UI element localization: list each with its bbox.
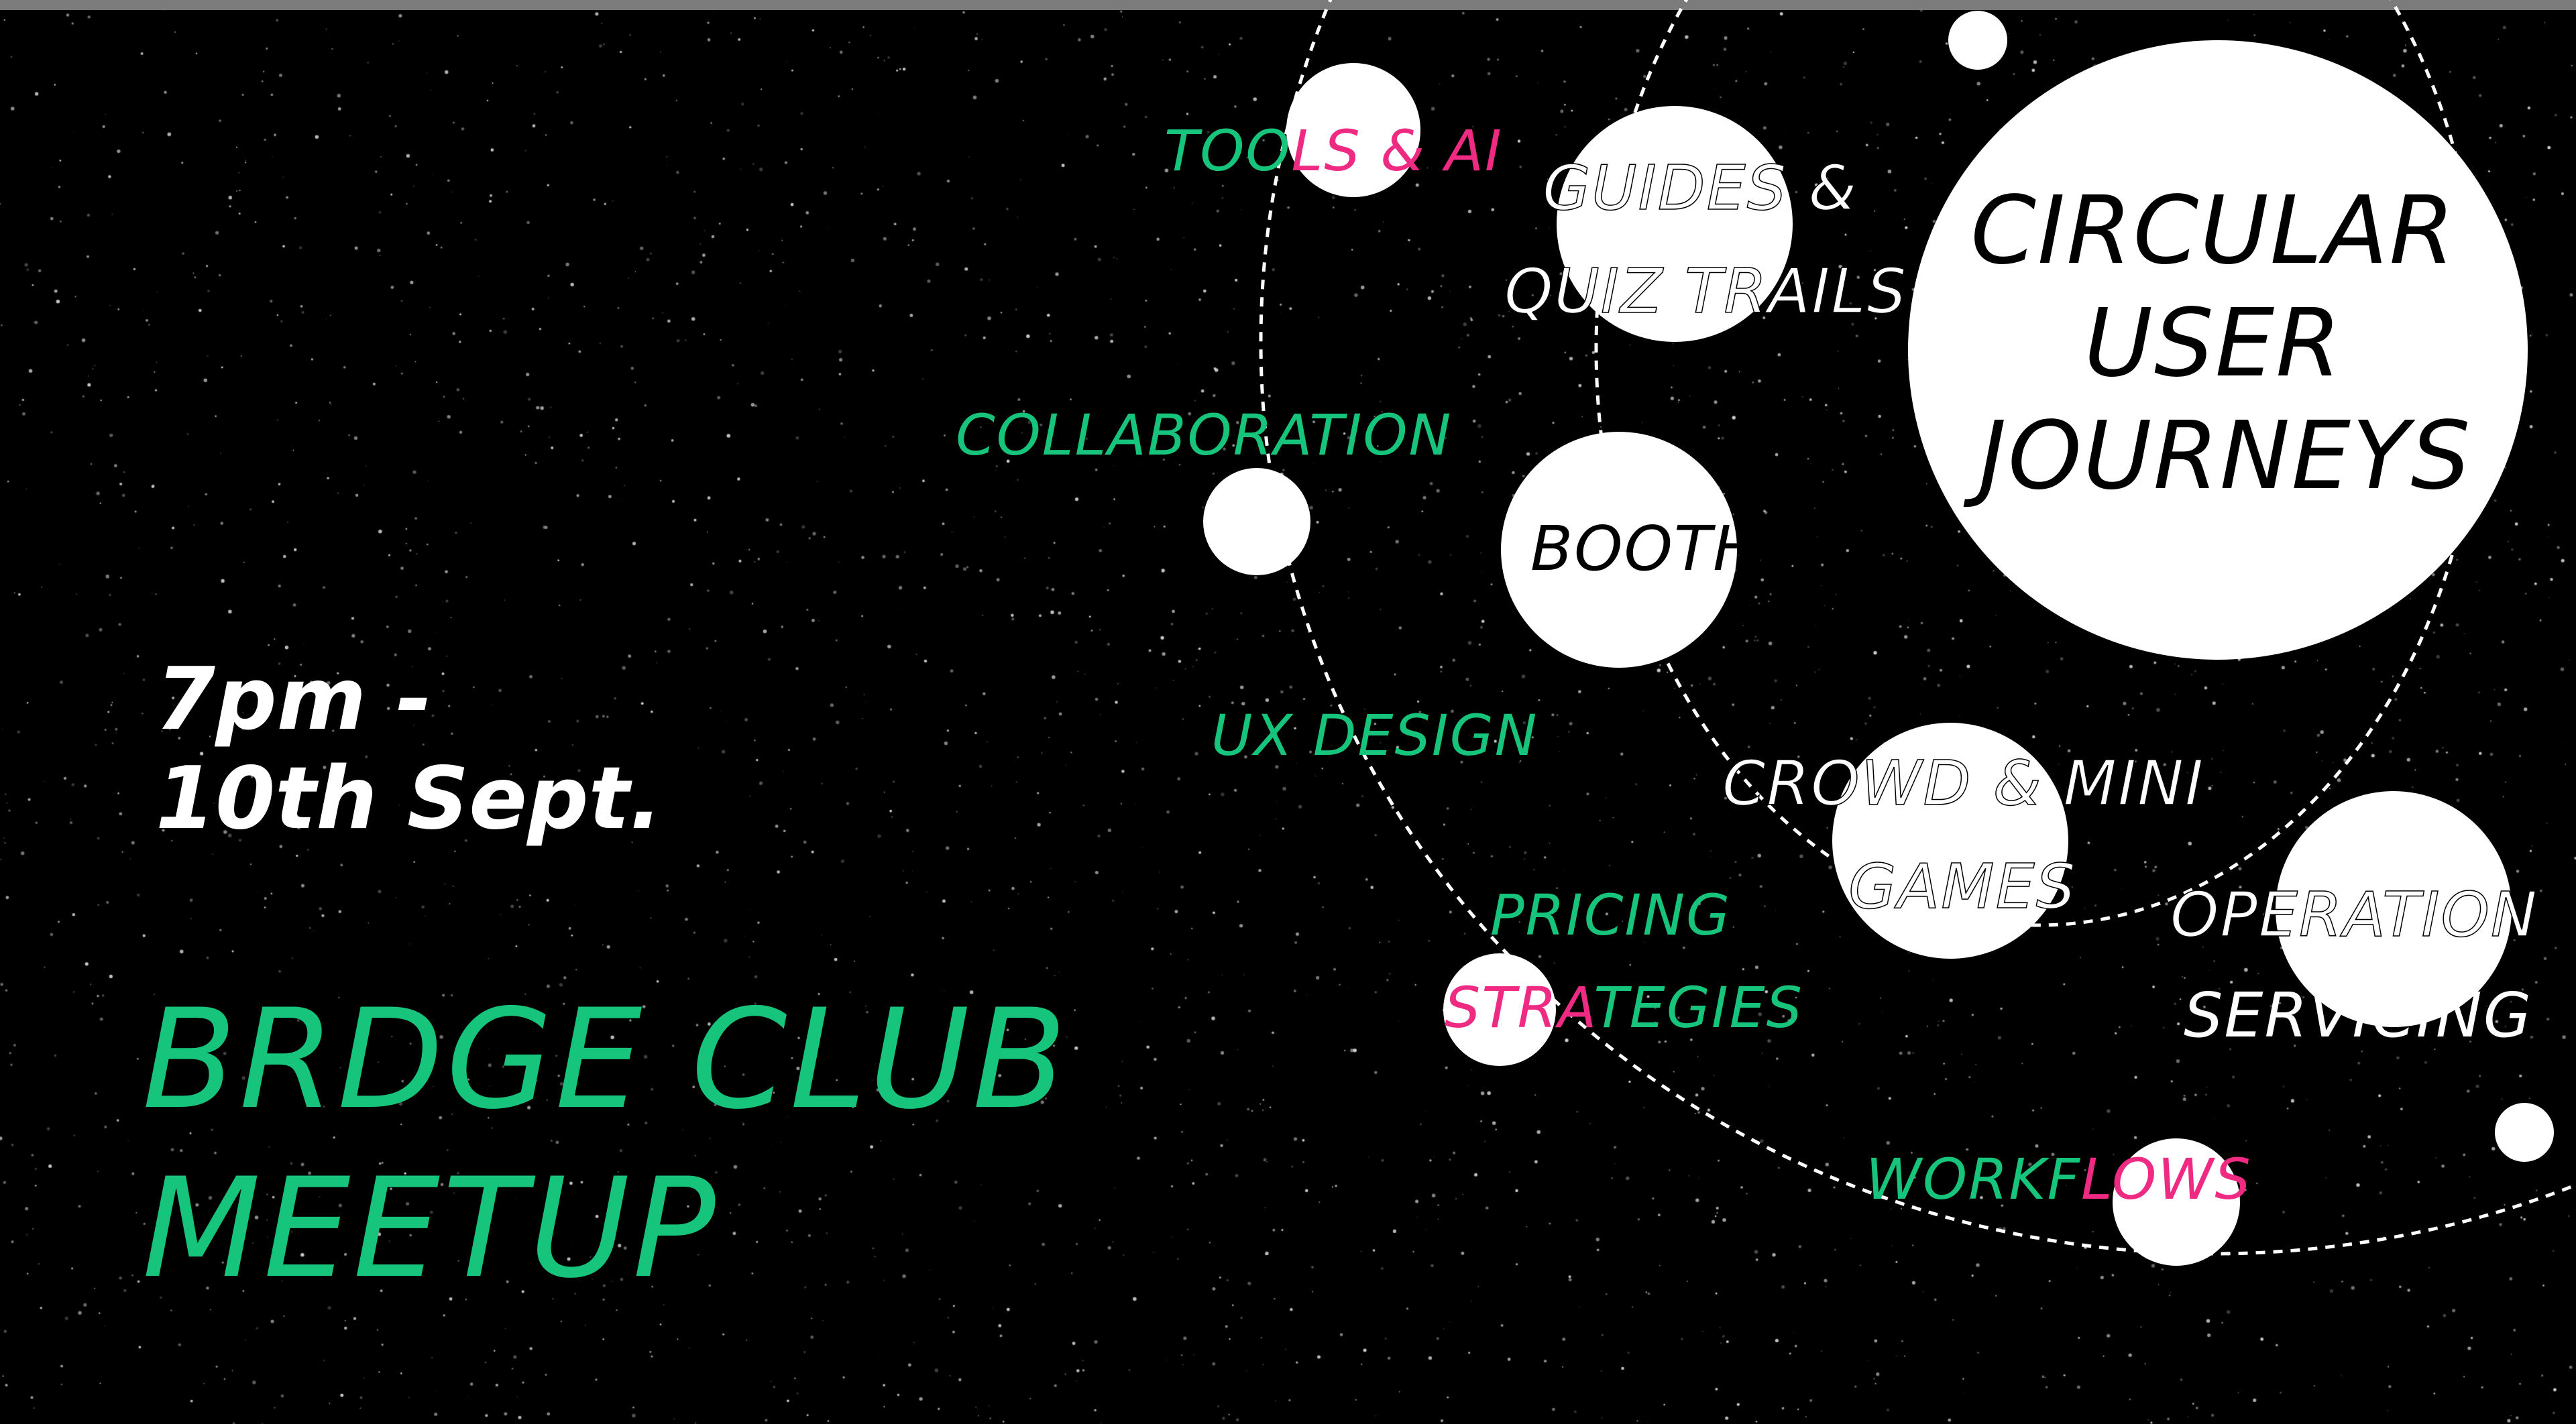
tools-ai-label: TOOLS & AI — [1164, 118, 1503, 184]
operation-label-line1: OPERATION — [2170, 879, 2538, 951]
crowd-games-label-line2: GAMES — [1848, 851, 2076, 923]
guides-label-line2: QUIZ TRAILS — [1504, 255, 1907, 327]
pricing-label-line2: STRATEGIES — [1445, 975, 1803, 1041]
top-bar — [0, 0, 2576, 10]
event-title-line1: BRDGE CLUB — [142, 980, 1070, 1140]
bubble-booths — [1501, 432, 1737, 668]
bubble-workflows — [2113, 1138, 2240, 1266]
bubble-guides — [1557, 106, 1793, 342]
circular-journeys-label-line3: JOURNEYS — [1964, 402, 2472, 511]
bubble-pricing — [1443, 953, 1556, 1066]
pricing-label-line1: PRICING — [1490, 882, 1731, 948]
bubble-crowd-games — [1832, 723, 2068, 959]
workflows-label: WORKFLOWS — [1866, 1146, 2252, 1212]
ux-design-label: UX DESIGN — [1211, 703, 1538, 768]
bubble-collaboration — [1203, 468, 1310, 575]
bubble-tiny-top — [1948, 11, 2007, 70]
circular-journeys-label-line2: USER — [2084, 289, 2342, 398]
event-title-line2: MEETUP — [142, 1149, 718, 1309]
event-time-line2: 10th Sept. — [156, 749, 663, 849]
collaboration-label: COLLABORATION — [956, 402, 1452, 468]
booths-label: BOOTHS — [1530, 513, 1801, 585]
event-time-line1: 7pm - — [156, 650, 432, 750]
bubble-tiny-right — [2495, 1103, 2554, 1162]
bubble-circular-journeys — [1908, 40, 2528, 660]
guides-label-line1: GUIDES & — [1543, 152, 1858, 224]
bubble-tools-ai — [1286, 63, 1420, 197]
crowd-games-label-line1: CROWD & MINI — [1722, 748, 2204, 819]
operation-label-line2: SERVICING — [2184, 980, 2532, 1051]
circular-journeys-label-line1: CIRCULAR — [1970, 176, 2456, 286]
event-time: 7pm - 10th Sept. — [156, 650, 662, 849]
bubble-operation — [2276, 791, 2512, 1027]
event-title: BRDGE CLUB MEETUP — [142, 975, 1070, 1313]
